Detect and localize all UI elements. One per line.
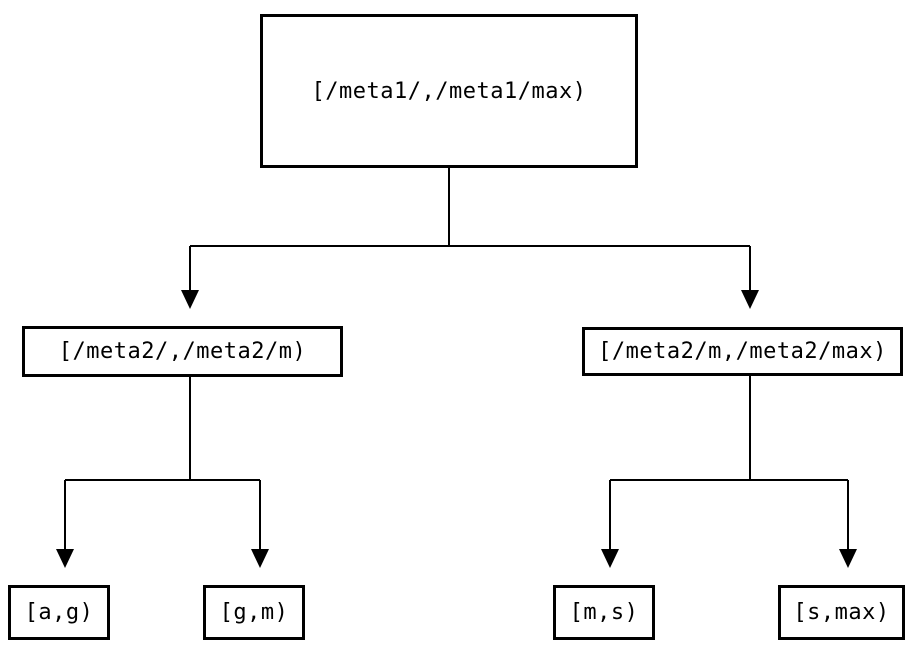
arrowhead-leaf2 — [601, 549, 619, 568]
node-leaf-g-m: [g,m) — [203, 585, 305, 640]
arrowhead-left-l2 — [181, 290, 199, 309]
node-leaf-s-max: [s,max) — [778, 585, 905, 640]
node-root-interval: [/meta1/,/meta1/max) — [260, 14, 638, 168]
arrowhead-right-l2 — [741, 290, 759, 309]
arrowhead-leaf3 — [839, 549, 857, 568]
node-leaf-a-g: [a,g) — [8, 585, 110, 640]
arrowhead-leaf1 — [251, 549, 269, 568]
arrowhead-leaf0 — [56, 549, 74, 568]
node-meta2-lower-interval: [/meta2/,/meta2/m) — [22, 326, 343, 377]
node-leaf-m-s: [m,s) — [553, 585, 655, 640]
node-meta2-upper-interval: [/meta2/m,/meta2/max) — [582, 327, 903, 376]
